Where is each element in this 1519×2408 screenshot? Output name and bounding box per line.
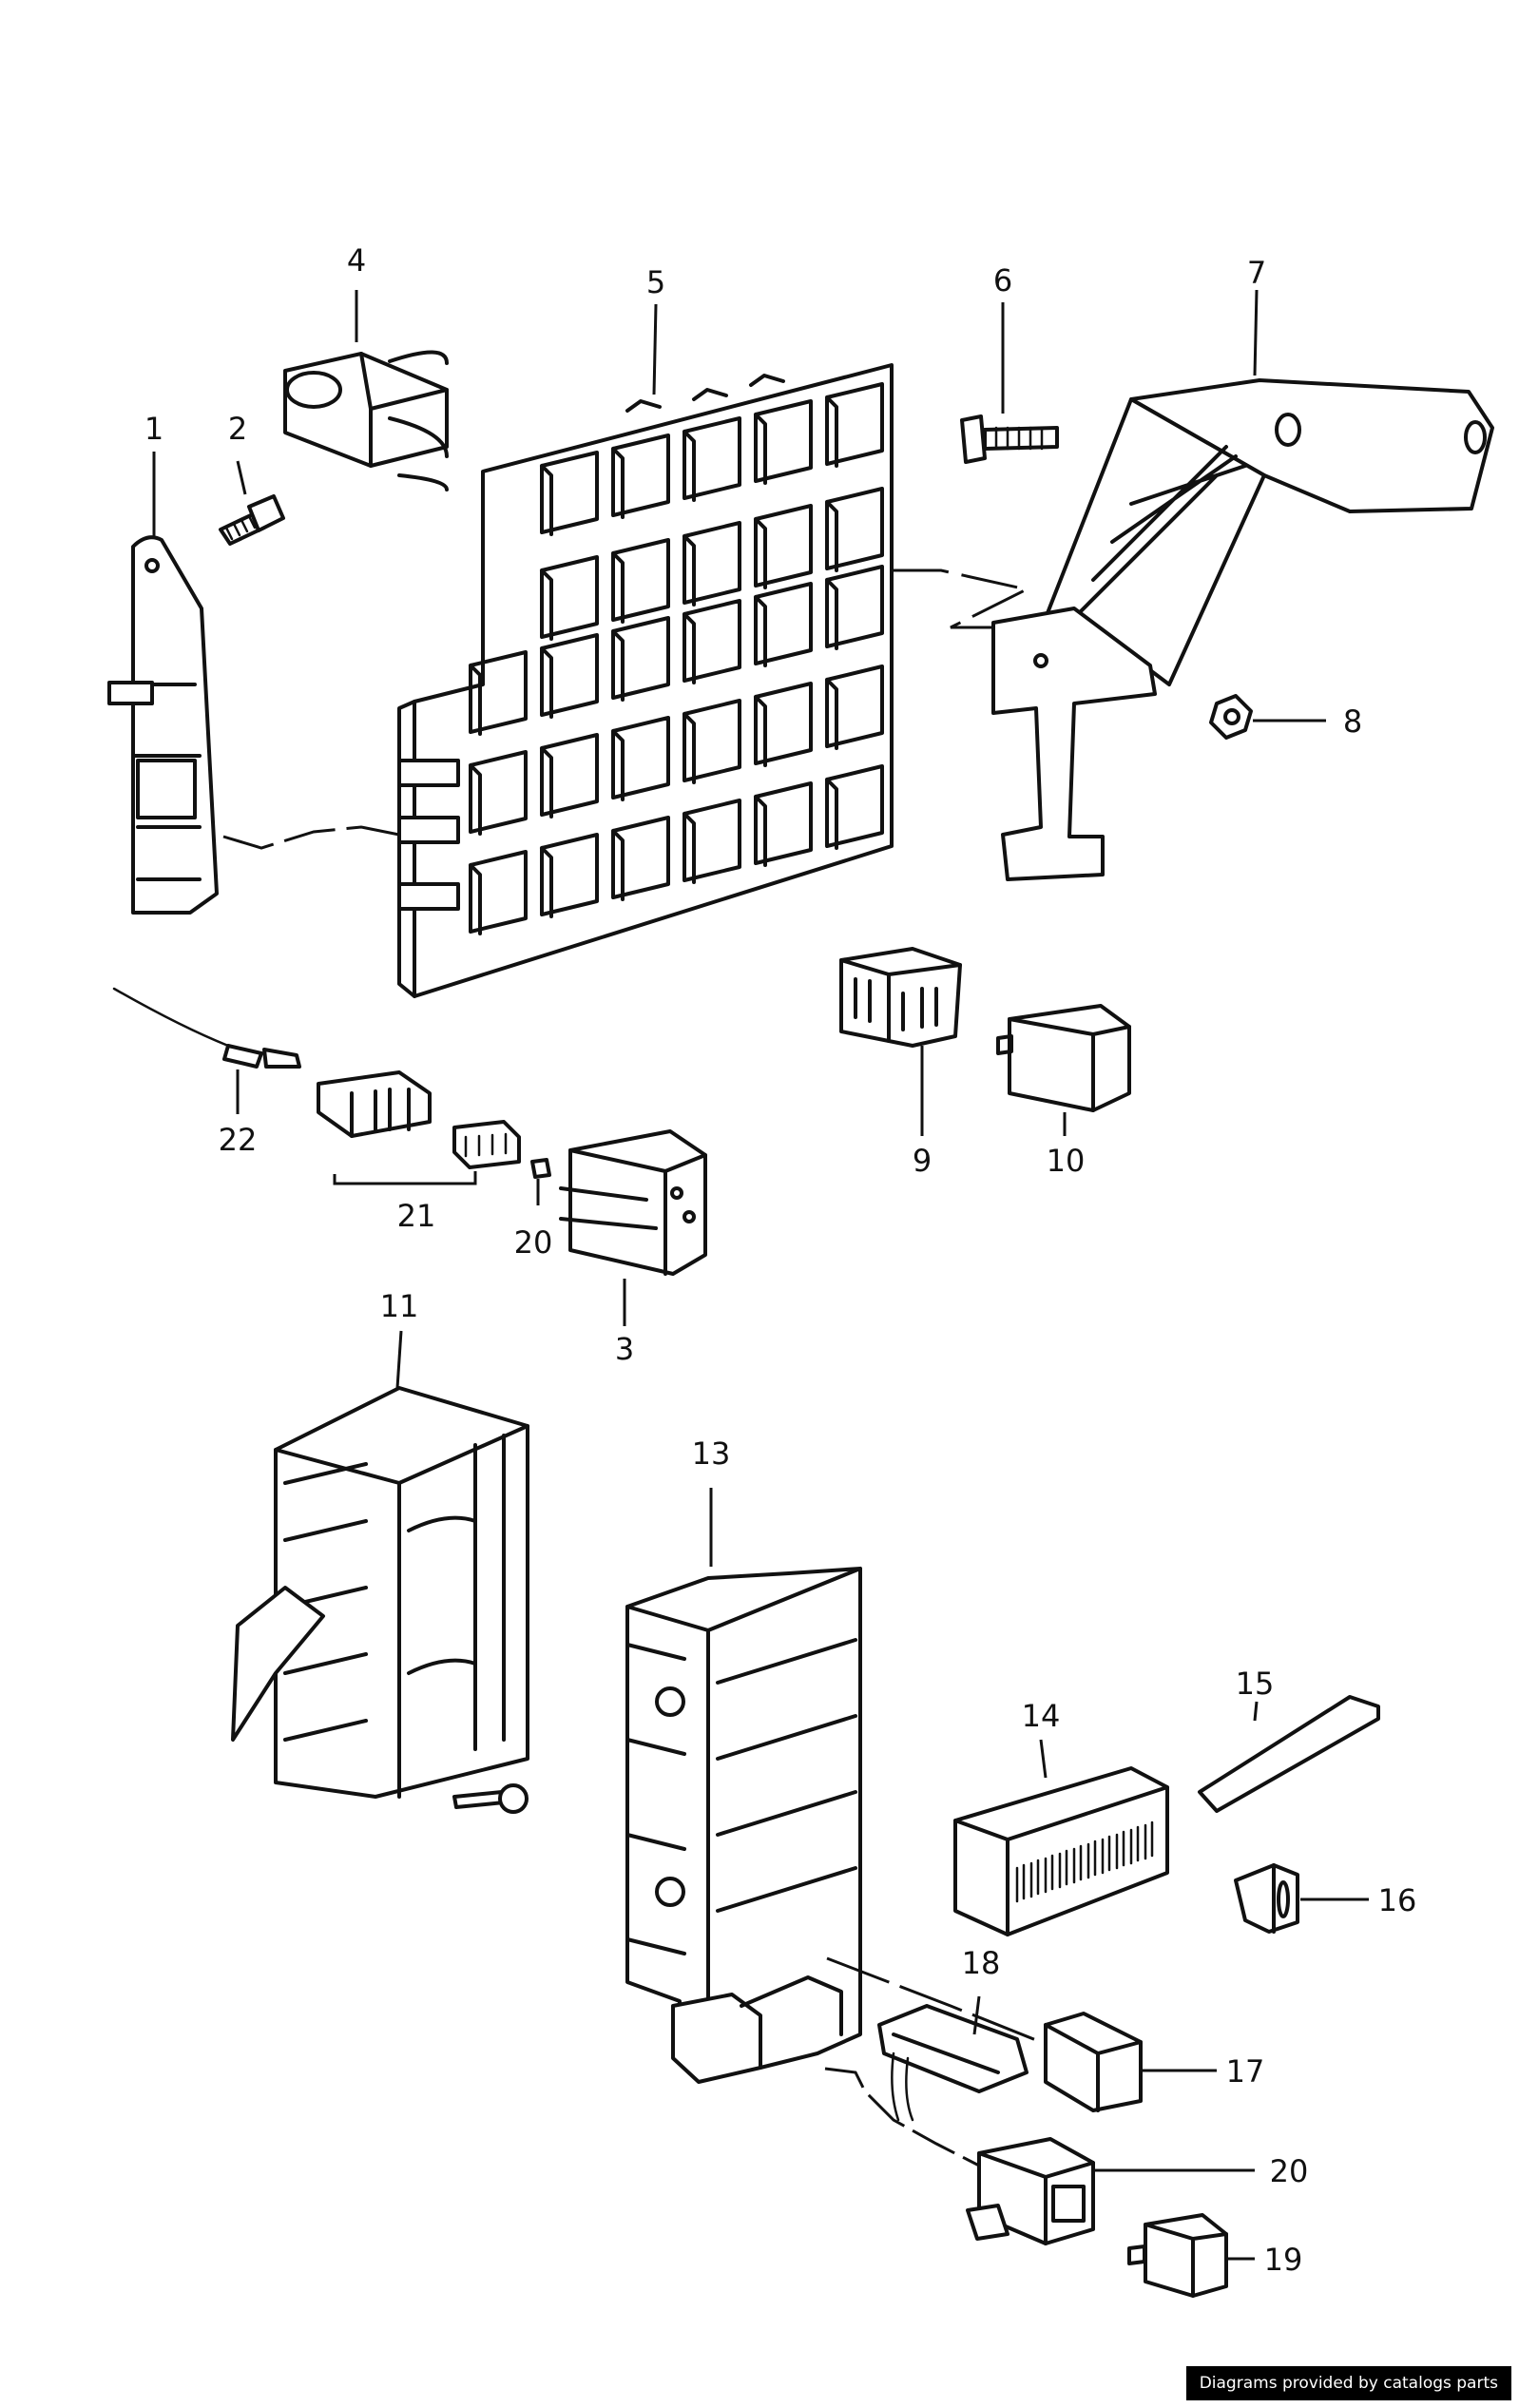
part-10-relay bbox=[996, 1004, 1131, 1112]
callout-5: 5 bbox=[646, 264, 665, 300]
connector-slot bbox=[1044, 1854, 1054, 1894]
part-20-terminal-upper bbox=[530, 1158, 551, 1179]
part-3-holder bbox=[559, 1129, 707, 1276]
credit-badge: Diagrams provided by catalogs parts bbox=[1185, 2366, 1511, 2400]
connector-slot bbox=[1101, 1835, 1111, 1875]
callout-19: 19 bbox=[1264, 2242, 1303, 2278]
carrier-cell bbox=[469, 650, 528, 736]
callout-20-lower: 20 bbox=[1270, 2153, 1309, 2189]
part-7-bracket bbox=[991, 378, 1494, 881]
carrier-cell bbox=[611, 433, 670, 519]
carrier-cell bbox=[611, 816, 670, 901]
carrier-cell bbox=[754, 781, 813, 867]
part-19-relay bbox=[1127, 2213, 1228, 2298]
callout-16: 16 bbox=[1378, 1882, 1417, 1918]
carrier-cell bbox=[825, 665, 884, 750]
carrier-cell bbox=[683, 521, 741, 607]
part-9-relay bbox=[839, 947, 962, 1048]
part-16-fuse bbox=[1234, 1863, 1299, 1934]
callout-21: 21 bbox=[397, 1198, 436, 1234]
callout-8: 8 bbox=[1343, 703, 1362, 740]
callout-7: 7 bbox=[1247, 255, 1266, 291]
part-4-clip bbox=[283, 350, 449, 491]
callout-13: 13 bbox=[692, 1435, 731, 1472]
callout-10: 10 bbox=[1047, 1143, 1086, 1179]
carrier-cell bbox=[683, 699, 741, 784]
callout-4: 4 bbox=[347, 242, 366, 279]
part-2-screw bbox=[219, 494, 285, 546]
carrier-cell bbox=[754, 682, 813, 767]
part-11-screw bbox=[452, 1783, 529, 1814]
carrier-cell bbox=[540, 733, 599, 819]
callout-labels: 1 2 3 4 5 6 7 8 9 10 11 13 14 15 16 17 1… bbox=[144, 242, 1417, 2278]
callout-22: 22 bbox=[219, 1122, 258, 1158]
callout-1: 1 bbox=[144, 411, 163, 447]
callout-14: 14 bbox=[1022, 1698, 1061, 1734]
part-14-connector-block bbox=[953, 1766, 1169, 1936]
carrier-cell bbox=[683, 416, 741, 502]
part-21-connector bbox=[317, 1070, 521, 1185]
carrier-cell bbox=[825, 565, 884, 650]
callout-17: 17 bbox=[1226, 2053, 1265, 2090]
carrier-cell bbox=[540, 833, 599, 918]
connector-slot bbox=[1129, 1825, 1140, 1865]
connector-slot bbox=[1072, 1844, 1083, 1884]
part-22-wire-terminal bbox=[112, 987, 301, 1069]
part-13-fuse-box bbox=[625, 1567, 862, 2084]
part-18-plug bbox=[877, 2004, 1029, 2122]
callout-9: 9 bbox=[913, 1143, 932, 1179]
carrier-cell bbox=[611, 616, 670, 702]
connector-slot bbox=[1029, 1859, 1040, 1898]
carrier-cell bbox=[540, 633, 599, 719]
carrier-cell bbox=[825, 382, 884, 468]
carrier-cell bbox=[754, 504, 813, 589]
connector-slot bbox=[1086, 1840, 1097, 1879]
carrier-cell bbox=[754, 399, 813, 485]
carrier-cell bbox=[540, 451, 599, 536]
carrier-cell bbox=[469, 750, 528, 836]
part-11-housing bbox=[231, 1386, 529, 1799]
carrier-cell bbox=[611, 538, 670, 624]
part-5-relay-carrier bbox=[397, 363, 894, 998]
connector-slot bbox=[1115, 1830, 1125, 1870]
callout-3: 3 bbox=[615, 1331, 634, 1367]
part-8-nut bbox=[1209, 694, 1253, 740]
part-6-bolt bbox=[960, 414, 1059, 464]
carrier-cell bbox=[469, 850, 528, 935]
callout-6: 6 bbox=[993, 262, 1012, 299]
connector-slot bbox=[1015, 1863, 1026, 1903]
part-15-strip bbox=[1198, 1695, 1380, 1813]
callout-11: 11 bbox=[380, 1288, 419, 1324]
carrier-cell bbox=[825, 764, 884, 850]
part-17-fuse-holder bbox=[1044, 2012, 1143, 2112]
part-20-relay-base bbox=[966, 2137, 1095, 2245]
carrier-cell bbox=[540, 555, 599, 641]
callout-18: 18 bbox=[962, 1945, 1001, 1981]
part-1-bracket bbox=[107, 535, 219, 915]
carrier-cell bbox=[825, 487, 884, 572]
carrier-cell bbox=[754, 582, 813, 667]
carrier-cell bbox=[683, 599, 741, 684]
callout-2: 2 bbox=[228, 411, 247, 447]
carrier-cell bbox=[683, 799, 741, 884]
connector-slot bbox=[1144, 1820, 1154, 1860]
connector-slot bbox=[1058, 1849, 1068, 1889]
callout-15: 15 bbox=[1236, 1666, 1275, 1702]
leader-lines bbox=[152, 289, 1369, 2261]
carrier-cell bbox=[611, 716, 670, 801]
callout-20-upper: 20 bbox=[514, 1224, 553, 1261]
